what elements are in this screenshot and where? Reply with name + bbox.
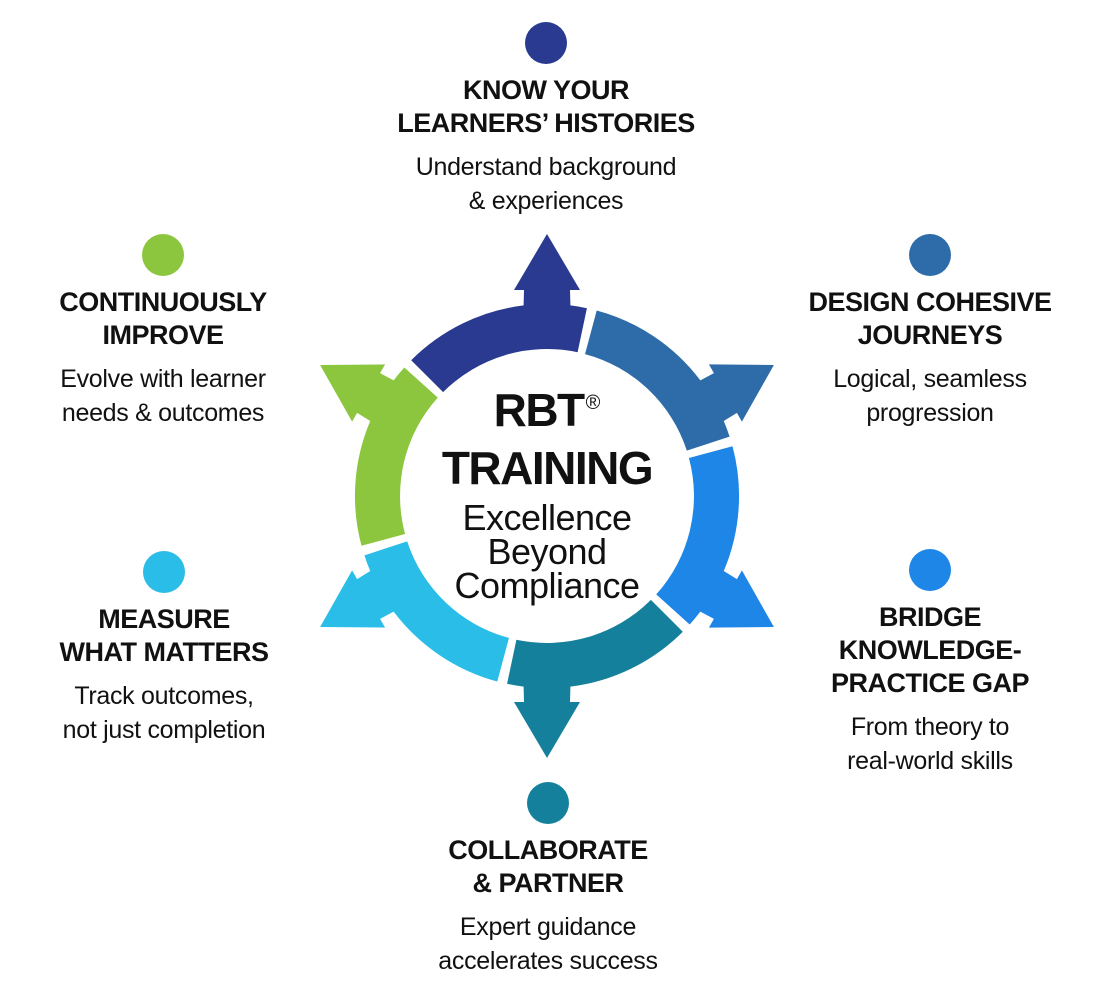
center-subtitle-line: Compliance [454,565,640,606]
arrow-segment-collaborate-partner [507,599,683,758]
step-dot-bridge-knowledge-practice-gap [909,549,951,591]
center-label: RBT® TRAINING Excellence Beyond Complian… [441,384,654,606]
heading-line: WHAT MATTERS [59,637,269,667]
step-dot-design-cohesive-journeys [909,234,951,276]
step-description: Expert guidance accelerates success [368,910,728,978]
step-heading: MEASURE WHAT MATTERS [0,603,344,669]
heading-line: BRIDGE [878,602,982,632]
center-subtitle-line: Beyond [487,531,607,572]
description-line: & experiences [468,187,624,215]
heading-line: PRACTICE GAP [830,668,1030,698]
heading-line: MEASURE [98,604,230,634]
description-line: needs & outcomes [61,399,265,427]
description-line: Evolve with learner [60,365,266,393]
step-description: Logical, seamless progression [750,362,1093,430]
step-heading: DESIGN COHESIVE JOURNEYS [750,286,1093,352]
step-dot-know-your-learners-histories [525,22,567,64]
step-description: Understand background & experiences [366,150,726,218]
heading-line: LEARNERS’ HISTORIES [397,108,695,138]
description-line: progression [866,399,994,427]
heading-line: KNOWLEDGE- [838,635,1022,665]
heading-line: KNOW YOUR [462,75,630,105]
description-line: accelerates success [438,947,658,975]
step-description: Evolve with learner needs & outcomes [0,362,343,430]
registered-mark: ® [585,392,601,414]
description-line: not just completion [62,716,266,744]
step-measure-what-matters: MEASURE WHAT MATTERS Track outcomes, not… [0,551,344,747]
step-description: From theory to real-world skills [750,710,1093,778]
description-line: Understand background [415,153,677,181]
heading-line: JOURNEYS [857,320,1003,350]
step-heading: COLLABORATE & PARTNER [368,834,728,900]
description-line: From theory to [850,713,1010,741]
heading-line: IMPROVE [102,320,224,350]
step-dot-measure-what-matters [143,551,185,593]
step-bridge-knowledge-practice-gap: BRIDGE KNOWLEDGE- PRACTICE GAP From theo… [750,549,1093,778]
step-heading: BRIDGE KNOWLEDGE- PRACTICE GAP [750,601,1093,700]
heading-line: CONTINUOUSLY [59,287,267,317]
description-line: Track outcomes, [74,682,254,710]
center-subtitle: Excellence Beyond Compliance [442,497,652,606]
heading-line: COLLABORATE [448,835,648,865]
description-line: Expert guidance [459,913,637,941]
step-know-your-learners-histories: KNOW YOUR LEARNERS’ HISTORIES Understand… [366,22,726,218]
description-line: real-world skills [847,747,1013,775]
center-subtitle-line: Excellence [462,497,632,538]
heading-line: & PARTNER [472,868,624,898]
step-continuously-improve: CONTINUOUSLY IMPROVE Evolve with learner… [0,234,343,430]
step-design-cohesive-journeys: DESIGN COHESIVE JOURNEYS Logical, seamle… [750,234,1093,430]
step-description: Track outcomes, not just completion [0,679,344,747]
center-title-training: TRAINING [441,442,654,494]
step-collaborate-partner: COLLABORATE & PARTNER Expert guidance ac… [368,782,728,978]
step-heading: CONTINUOUSLY IMPROVE [0,286,343,352]
step-heading: KNOW YOUR LEARNERS’ HISTORIES [366,74,726,140]
step-dot-collaborate-partner [527,782,569,824]
arrow-segment-know-your-learners-histories [411,234,587,393]
description-line: Logical, seamless [833,365,1027,393]
heading-line: DESIGN COHESIVE [808,287,1052,317]
step-dot-continuously-improve [142,234,184,276]
center-title-rbt: RBT [493,384,586,436]
center-title: RBT® TRAINING [441,384,654,494]
